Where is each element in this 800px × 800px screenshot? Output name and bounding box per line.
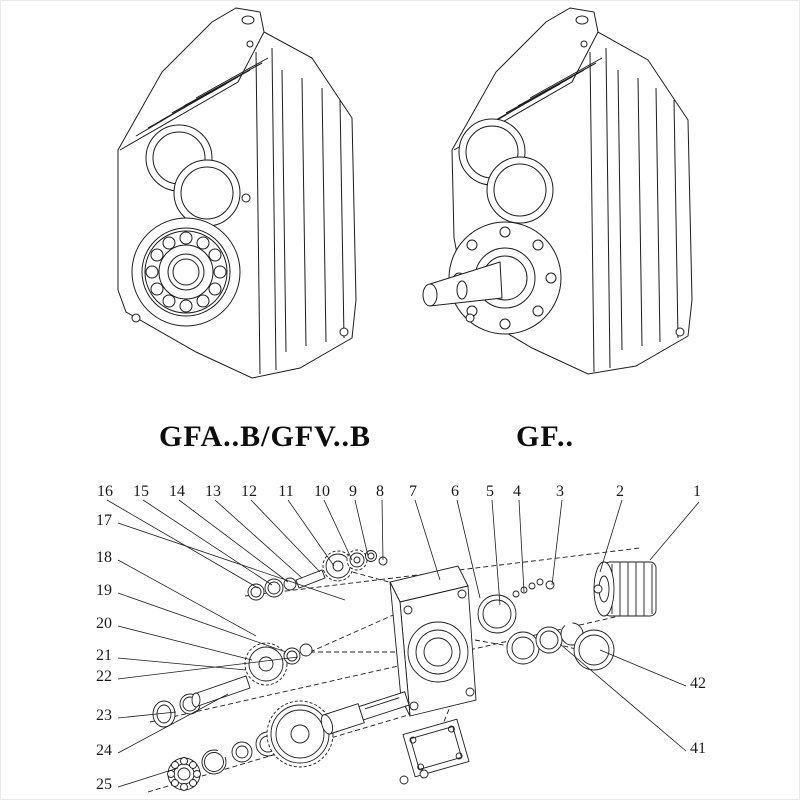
input-motor-unit — [593, 561, 657, 617]
model-label-left: GFA..B/GFV..B — [159, 420, 371, 453]
part-callout-16: 16 — [97, 483, 113, 500]
bottom-cover — [402, 718, 470, 778]
exploded-view-drawing — [147, 547, 657, 793]
gearbox-left-drawing — [117, 7, 357, 379]
part-callout-13: 13 — [205, 483, 221, 500]
part-callout-21: 21 — [96, 647, 112, 664]
part-callout-24: 24 — [96, 742, 112, 759]
part-callout-14: 14 — [169, 483, 185, 500]
housing — [389, 565, 477, 717]
part-callout-4: 4 — [513, 483, 521, 500]
part-callout-8: 8 — [376, 483, 384, 500]
output-shaft-stub — [422, 261, 503, 307]
part-callout-2: 2 — [616, 483, 624, 500]
part-callout-23: 23 — [96, 707, 112, 724]
output-gear-parts — [167, 691, 410, 791]
part-callout-18: 18 — [96, 549, 112, 566]
leader-lines — [106, 499, 700, 788]
part-callout-42: 42 — [690, 675, 706, 692]
model-label-right: GF.. — [516, 420, 574, 453]
part-callout-1: 1 — [693, 483, 701, 500]
part-callout-17: 17 — [96, 512, 112, 529]
part-callout-12: 12 — [241, 483, 257, 500]
part-callout-20: 20 — [96, 615, 112, 632]
part-callout-5: 5 — [486, 483, 494, 500]
output-shaft — [320, 691, 410, 735]
part-callout-11: 11 — [278, 483, 294, 500]
part-callout-10: 10 — [314, 483, 330, 500]
intermediate-gear-parts — [152, 642, 313, 728]
part-callout-22: 22 — [96, 668, 112, 685]
part-callout-3: 3 — [556, 483, 564, 500]
part-callout-9: 9 — [349, 483, 357, 500]
part-callout-7: 7 — [409, 483, 417, 500]
input-unit-parts — [477, 578, 615, 671]
part-callout-15: 15 — [133, 483, 149, 500]
part-callout-25: 25 — [96, 776, 112, 793]
gearbox-right-drawing — [422, 7, 693, 375]
part-callout-41: 41 — [690, 740, 706, 757]
part-callout-19: 19 — [96, 582, 112, 599]
input-shaft-parts — [247, 549, 388, 601]
part-callout-6: 6 — [451, 483, 459, 500]
